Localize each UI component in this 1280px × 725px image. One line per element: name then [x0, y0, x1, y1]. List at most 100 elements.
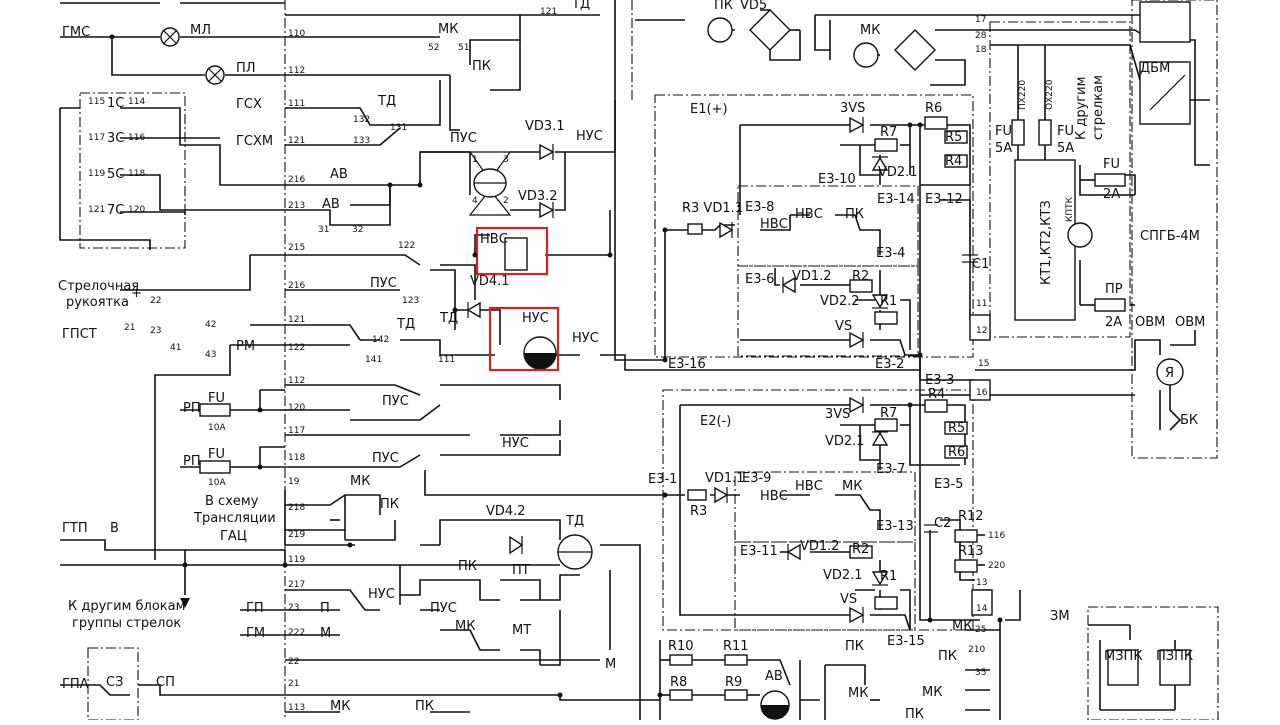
label-e2-r1: R1: [880, 569, 897, 584]
diode-vd2-2-e1: [871, 294, 889, 309]
node-22: 22: [150, 296, 161, 306]
label-pt: ПТ: [512, 563, 530, 578]
label-e1-r7: R7: [880, 125, 897, 140]
label-top-vd5: VD5: [740, 0, 767, 13]
node-13: 13: [976, 578, 987, 588]
node-4: 4: [472, 196, 478, 206]
label-e1-e38: Е3-8: [745, 200, 774, 215]
label-top-fuv1: 5А: [995, 141, 1012, 156]
device-mk-2-3: [853, 42, 879, 68]
wires: [59, 0, 1210, 720]
wire-113: 113: [288, 703, 305, 713]
label-av1: АВ: [330, 167, 348, 182]
resistors: [669, 116, 978, 701]
label-kptk: КПТК: [1065, 196, 1075, 222]
relay-pzpk: [1159, 649, 1191, 686]
label-vd41: VD4.1: [470, 274, 510, 289]
wire-122: 122: [288, 343, 305, 353]
label-fuv1: 10А: [208, 423, 226, 433]
label-e2-r5: R5: [948, 421, 965, 436]
label-e2-e35: Е3-5: [934, 477, 963, 492]
label-e2-e313: Е3-13: [876, 519, 914, 534]
label-gms: ГМС: [62, 25, 90, 40]
node-21: 21: [124, 323, 135, 333]
label-zm: ЗМ: [1050, 609, 1070, 624]
node-220: 220: [988, 561, 1005, 571]
label-top-kt: КТ1,КТ2,КТЗ: [1039, 200, 1054, 285]
label-rm: РМ: [236, 339, 255, 354]
dashed-frames: [79, 0, 1219, 721]
label-pl: ПЛ: [236, 61, 256, 76]
label-r8: R8: [670, 675, 687, 690]
bridge-vd5: [749, 9, 791, 51]
diode-vd1-2-e1: [781, 276, 796, 294]
node-32: 32: [352, 225, 363, 235]
label-e2-e39: Е3-9: [742, 471, 771, 486]
diode-vd2-1b-e2: [871, 571, 889, 586]
label-td-top: ТД: [571, 0, 590, 12]
label-ovm2: ОВМ: [1175, 315, 1205, 330]
label-nus-mtr: НУС: [522, 311, 549, 326]
label-nus4: НУС: [368, 587, 395, 602]
label-e2-nvs1: НВС: [760, 489, 788, 504]
label-top-fuv2: 5А: [1057, 141, 1074, 156]
wire-213: 213: [288, 201, 305, 211]
label-mk1: МК: [438, 22, 458, 37]
node-122: 122: [398, 241, 415, 251]
label-e1-e314: Е3-14: [877, 192, 915, 207]
wire-23: 23: [288, 603, 299, 613]
node-43: 43: [205, 350, 216, 360]
labels-e2: Е2(-) 3VS R7 R4 R5 R6 VD2.1 Е3-7 Е3-5 Е3…: [648, 373, 984, 649]
label-v: В: [110, 521, 119, 536]
node-121: 121: [88, 205, 105, 215]
label-3c: 3С: [107, 131, 124, 146]
label-r11: R11: [723, 639, 749, 654]
wire-110: 110: [288, 29, 305, 39]
label-top-fuv3: 2А: [1103, 187, 1120, 202]
label-gsh: ГСХ: [236, 97, 262, 112]
label-sp: СП: [156, 675, 175, 690]
label-e1-vd22: VD2.2: [820, 294, 860, 309]
label-e1-e312: Е3-12: [925, 192, 963, 207]
node-15: 15: [978, 359, 989, 369]
label-pk1: ПК: [472, 59, 491, 74]
round-devices: [523, 17, 1184, 720]
diode-vs-e1: [849, 331, 865, 349]
label-e1-vd21: VD2.1: [878, 165, 918, 180]
node-117: 117: [88, 133, 105, 143]
label-e2-r12: R12: [958, 509, 984, 524]
label-e1-title: Е1(+): [690, 102, 728, 117]
label-r10: R10: [668, 639, 694, 654]
relays: [504, 159, 1191, 686]
label-gtp: ГТП: [62, 521, 88, 536]
label-top-pk: ПК: [714, 0, 733, 13]
label-ox220: ОХ220: [1045, 79, 1055, 110]
label-1c: 1С: [107, 96, 124, 111]
label-plus: +: [131, 286, 142, 301]
wire-216: 216: [288, 175, 305, 185]
label-nus3: НУС: [502, 436, 529, 451]
label-pus3: ПУС: [382, 394, 409, 409]
highlights: [475, 226, 560, 372]
fuses: [199, 119, 1126, 474]
label-strel1: Стрелочная: [58, 279, 139, 294]
node-41: 41: [170, 343, 181, 353]
label-ovm1: ОВМ: [1135, 315, 1165, 330]
diode-vd1-1-e1: [719, 221, 734, 239]
label-top-dbm: ДБМ: [1140, 61, 1170, 76]
label-rp2: РП: [183, 454, 201, 469]
label-td2: ТД: [439, 311, 458, 326]
label-fu2: FU: [208, 447, 225, 462]
label-other2: группы стрелок: [72, 616, 181, 631]
node-31: 31: [318, 225, 329, 235]
node-114: 114: [128, 97, 145, 107]
label-pk2: ПК: [380, 497, 399, 512]
relay-nvs: [504, 237, 528, 271]
label-av: АВ: [765, 669, 783, 684]
wire-121b: 121: [288, 315, 305, 325]
labels-left: ГМС МЛ ПЛ ГСХ ГСХМ 1С 3С 5С 7С Стрелочна…: [58, 23, 331, 692]
label-e2-title: Е2(-): [700, 414, 731, 429]
diode-vd4-2: [509, 535, 524, 555]
diode-vd2-1-e1: [871, 156, 889, 171]
